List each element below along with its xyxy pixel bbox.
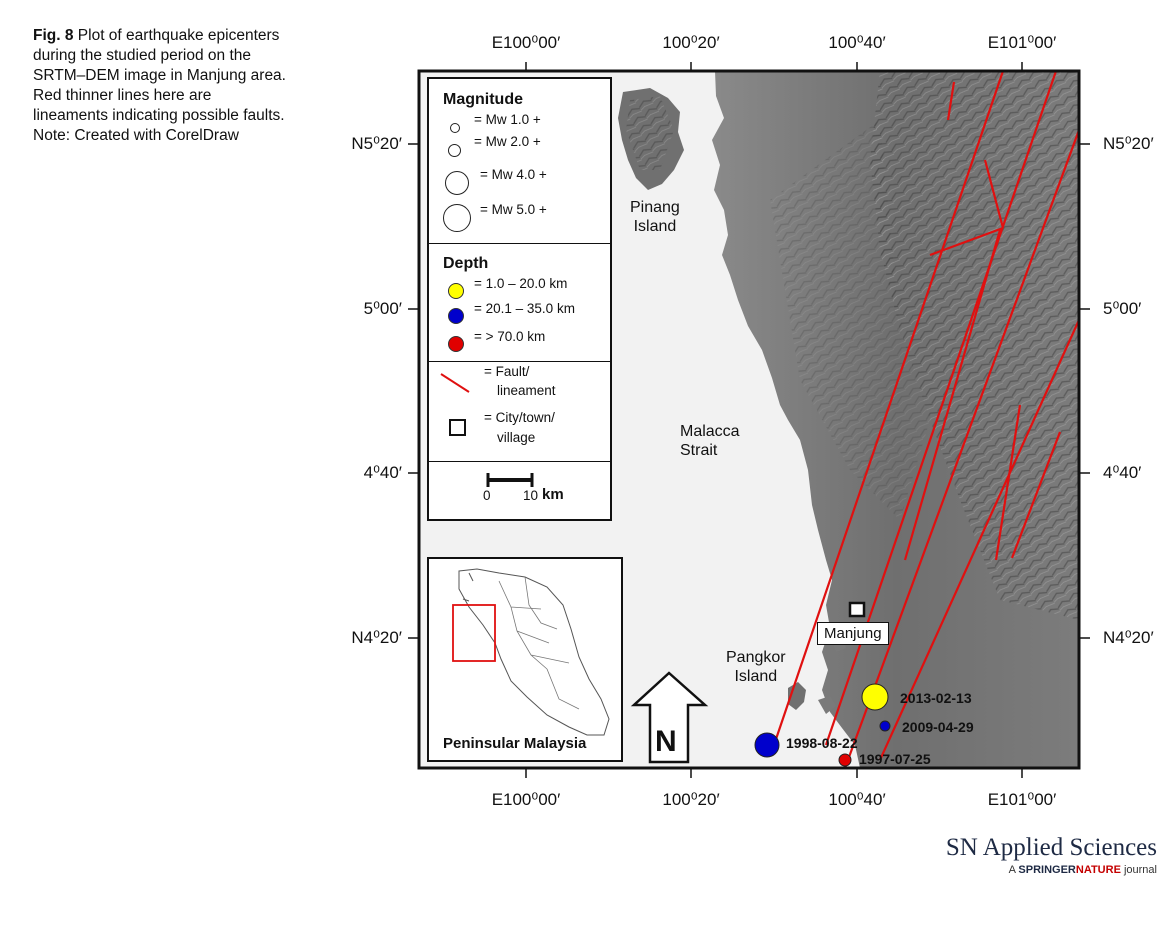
legend-mag-4: = Mw 4.0 + [480, 166, 547, 182]
fault-line [1010, 431, 1062, 559]
event-label-2009-04-29: 2009-04-29 [902, 719, 974, 735]
town-symbol [449, 419, 466, 436]
legend-depth-intermediate: = 20.1 – 35.0 km [474, 300, 575, 316]
hill-relief [770, 120, 930, 520]
tick-marks [408, 62, 1090, 778]
pangkor-island-label: Pangkor Island [726, 648, 786, 686]
legend-town-line2: village [497, 429, 536, 445]
caption-text: Plot of earthquake epicenters during the… [33, 27, 286, 144]
legend-depth-shallow: = 1.0 – 20.0 km [474, 275, 568, 291]
bottom-tick-e101-00: E101⁰00′ [987, 790, 1057, 809]
legend-fault-line2: lineament [497, 382, 556, 398]
pinang-label-line2: Island [633, 218, 677, 235]
figure-label: Fig. 8 [33, 27, 74, 44]
study-area-box [452, 604, 496, 662]
legend-mag-5: = Mw 5.0 + [480, 201, 547, 217]
bottom-tick-100-20: 100⁰20′ [662, 790, 720, 809]
malacca-strait-label: Malacca Strait [680, 422, 740, 460]
mag-1-symbol [450, 123, 460, 133]
strait-label-line2: Strait [680, 442, 718, 459]
fault-line [843, 129, 1079, 768]
mag-5-symbol [443, 204, 471, 232]
bottom-tick-100-40: 100⁰40′ [828, 790, 886, 809]
epicenter-2013-02-13 [861, 683, 889, 711]
depth-shallow-symbol [448, 283, 464, 299]
left-tick-4-40: 4⁰40′ [363, 463, 402, 482]
figure-caption: Fig. 8 Plot of earthquake epicenters dur… [33, 26, 288, 146]
scale-ten-label: 10 [523, 487, 539, 503]
pinang-label-line1: Pinang [630, 199, 680, 216]
legend-depth-title: Depth [443, 255, 489, 272]
legend-divider [429, 361, 610, 362]
right-tick-n4-20: N4⁰20′ [1103, 628, 1154, 647]
manjung-label: Manjung [817, 622, 889, 645]
fault-line [878, 319, 1079, 761]
scale-zero-label: 0 [483, 487, 491, 503]
legend-town-line1: = City/town/ [484, 409, 555, 425]
depth-deep-symbol [448, 336, 464, 352]
top-tick-e100-00: E100⁰00′ [491, 33, 561, 52]
map-frame [417, 69, 1081, 770]
depth-intermediate-symbol [448, 308, 464, 324]
legend-fault-line1: = Fault/ [484, 363, 530, 379]
top-tick-100-20: 100⁰20′ [662, 33, 720, 52]
left-tick-n5-20: N5⁰20′ [351, 134, 402, 153]
legend-divider [429, 461, 610, 462]
mag-4-symbol [445, 171, 469, 195]
event-label-1997-07-25: 1997-07-25 [859, 751, 931, 767]
epicenter-1997-07-25 [838, 753, 852, 767]
publisher-line: A SPRINGERNATURE journal [946, 864, 1157, 876]
epicenter-2009-04-29 [879, 720, 891, 732]
pinang-island-label: Pinang Island [630, 198, 680, 236]
fault-line [946, 81, 956, 121]
fault-line [772, 71, 1005, 746]
north-arrow [630, 671, 709, 764]
bottom-tick-e100-00: E100⁰00′ [491, 790, 561, 809]
publisher-suffix: journal [1123, 864, 1157, 876]
left-tick-5-00: 5⁰00′ [363, 299, 402, 318]
map-legend: Magnitude = Mw 1.0 + = Mw 2.0 + = Mw 4.0… [427, 77, 612, 521]
left-tick-n4-20: N4⁰20′ [351, 628, 402, 647]
right-tick-5-00: 5⁰00′ [1103, 299, 1142, 318]
inset-label: Peninsular Malaysia [443, 735, 587, 752]
right-tick-n5-20: N5⁰20′ [1103, 134, 1154, 153]
pangkor-label-line2: Island [734, 668, 778, 685]
fault-line [983, 159, 1005, 229]
strait-label-line1: Malacca [680, 423, 740, 440]
publisher-springer: SPRINGER [1018, 864, 1076, 876]
legend-divider [429, 243, 610, 244]
manjung-town-marker [848, 601, 866, 618]
mountain-relief [870, 71, 1079, 620]
north-arrow-label: N [655, 725, 677, 758]
publisher-prefix: A [1008, 864, 1016, 876]
inset-map: Peninsular Malaysia [427, 557, 623, 762]
mag-2-symbol [448, 144, 461, 157]
publisher-branding: SN Applied Sciences A SPRINGERNATURE jou… [946, 834, 1157, 876]
legend-magnitude-title: Magnitude [443, 91, 523, 108]
publisher-nature: NATURE [1075, 864, 1121, 876]
fault-line-symbol [440, 373, 470, 393]
event-label-1998-08-22: 1998-08-22 [786, 735, 858, 751]
peninsula-outline [452, 568, 610, 736]
legend-depth-deep: = > 70.0 km [474, 328, 546, 344]
legend-mag-2: = Mw 2.0 + [474, 133, 541, 149]
epicenter-1998-08-22 [754, 732, 780, 758]
fault-line [994, 404, 1022, 561]
scale-bar [486, 473, 534, 487]
event-label-2013-02-13: 2013-02-13 [900, 690, 972, 706]
fault-line [929, 226, 1004, 257]
journal-name: SN Applied Sciences [945, 834, 1157, 861]
legend-mag-1: = Mw 1.0 + [474, 111, 541, 127]
fault-line [903, 229, 1002, 561]
top-tick-e101-00: E101⁰00′ [987, 33, 1057, 52]
pangkor-label-line1: Pangkor [726, 649, 786, 666]
scale-unit-label: km [542, 485, 564, 503]
top-tick-100-40: 100⁰40′ [828, 33, 886, 52]
right-tick-4-40: 4⁰40′ [1103, 463, 1142, 482]
